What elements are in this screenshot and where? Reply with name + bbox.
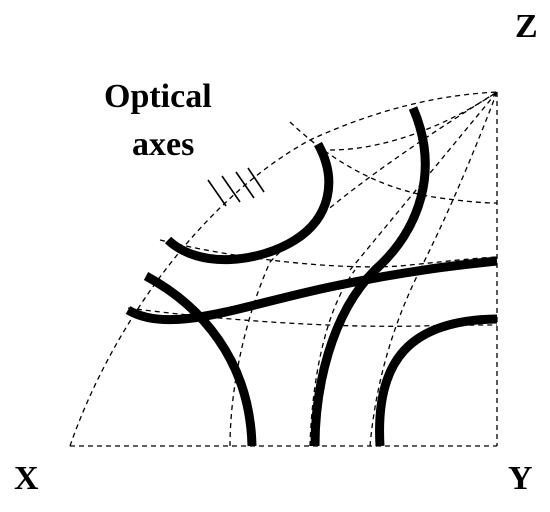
vertex-label-y: Y bbox=[508, 460, 533, 497]
tick-mark-1 bbox=[207, 179, 227, 207]
tick-mark-2 bbox=[221, 175, 241, 203]
curve-top-loop bbox=[164, 141, 334, 265]
grid-line-5 bbox=[419, 91, 498, 271]
curve-left-descending bbox=[143, 272, 257, 447]
annotation-line-axes: axes bbox=[132, 126, 195, 163]
grid-line-10 bbox=[349, 91, 498, 271]
tick-mark-4 bbox=[247, 167, 265, 193]
grid-line-1 bbox=[229, 261, 271, 447]
curve-center-s bbox=[310, 106, 430, 447]
optical-axes-tick-marks bbox=[207, 167, 265, 207]
vertex-label-x: X bbox=[14, 460, 39, 497]
curve-lower-right-arc bbox=[375, 314, 498, 447]
tick-mark-3 bbox=[235, 171, 255, 199]
bold-curves bbox=[125, 106, 498, 447]
grid-line-8 bbox=[289, 121, 498, 204]
annotation-line-optical: Optical bbox=[104, 78, 212, 115]
curve-long-horizontal bbox=[125, 256, 498, 325]
vertex-label-z: Z bbox=[515, 8, 538, 45]
boundary-arc-x-z bbox=[69, 91, 498, 447]
triangle-boundary bbox=[69, 91, 498, 447]
grid-line-4 bbox=[369, 269, 421, 447]
grid-line-9 bbox=[329, 91, 498, 151]
